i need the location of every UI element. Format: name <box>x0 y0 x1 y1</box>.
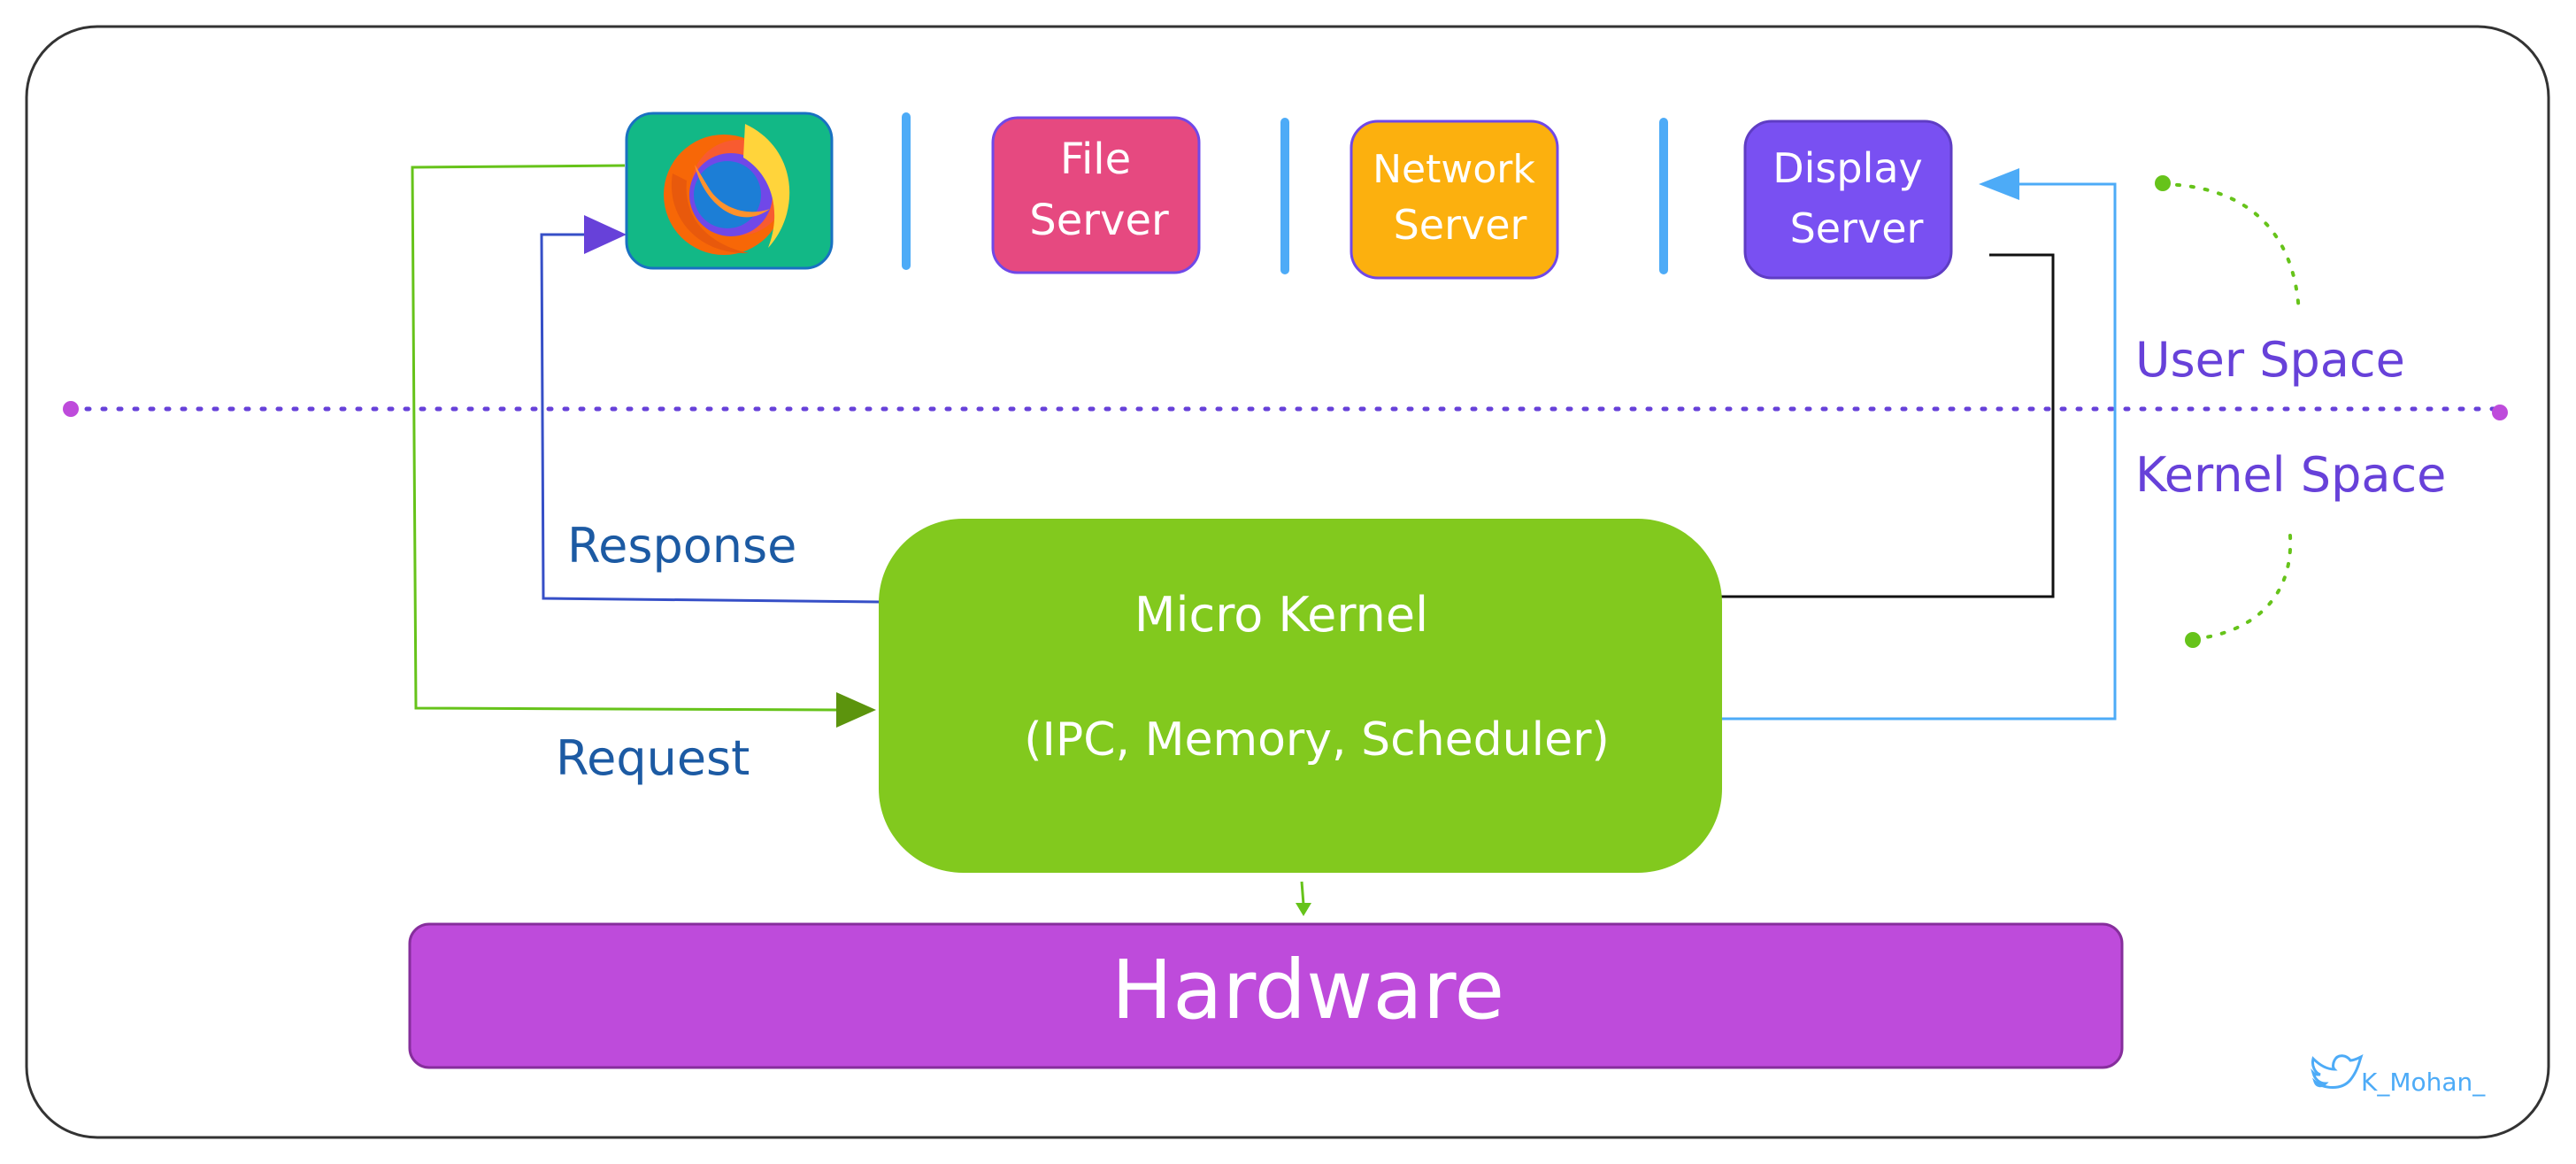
twitter-bird-icon <box>2311 1054 2364 1089</box>
request-label: Request <box>556 730 750 786</box>
response-label: Response <box>567 518 796 574</box>
boundary-endpoint-right <box>2492 405 2508 420</box>
display-server-label-line2: Server <box>1790 204 1924 252</box>
user-space-connector-dot <box>2155 175 2171 191</box>
response-arrowhead <box>584 215 627 254</box>
micro-kernel-title: Micro Kernel <box>1134 587 1428 643</box>
kernel-space-connector-dot <box>2185 632 2201 648</box>
hardware-box[interactable]: Hardware <box>408 922 2124 1069</box>
browser-box[interactable] <box>625 112 834 270</box>
user-space-connector <box>2161 182 2301 316</box>
request-arrowhead <box>836 692 876 728</box>
hardware-label: Hardware <box>1111 943 1504 1037</box>
network-server-box[interactable]: Network Server <box>1350 119 1559 280</box>
network-server-label-line1: Network <box>1373 147 1535 192</box>
display-kernel-path <box>1717 253 2055 598</box>
file-server-label-line2: Server <box>1029 196 1169 245</box>
file-server-box[interactable]: File Server <box>991 116 1201 274</box>
kernel-display-arrowhead <box>1979 168 2019 200</box>
request-path <box>411 164 837 712</box>
network-server-label-line2: Server <box>1394 201 1527 249</box>
micro-kernel-box[interactable]: Micro Kernel (IPC, Memory, Scheduler) <box>879 519 1722 873</box>
user-space-label: User Space <box>2135 332 2405 388</box>
firefox-icon <box>664 124 790 255</box>
display-server-box[interactable]: Display Server <box>1743 119 1953 280</box>
display-server-label-line1: Display <box>1772 144 1923 192</box>
kernel-space-label: Kernel Space <box>2135 447 2446 503</box>
response-path <box>540 233 881 604</box>
micro-kernel-subtitle: (IPC, Memory, Scheduler) <box>1024 713 1610 767</box>
kernel-display-path <box>1717 182 2117 721</box>
signature-text: K_Mohan_ <box>2361 1068 2486 1097</box>
signature: K_Mohan_ <box>2311 1054 2486 1097</box>
kernel-hardware-arrow <box>1300 881 1305 906</box>
boundary-endpoint-left <box>63 401 79 417</box>
kernel-hardware-arrowhead <box>1296 903 1311 916</box>
file-server-label-line1: File <box>1060 135 1131 184</box>
